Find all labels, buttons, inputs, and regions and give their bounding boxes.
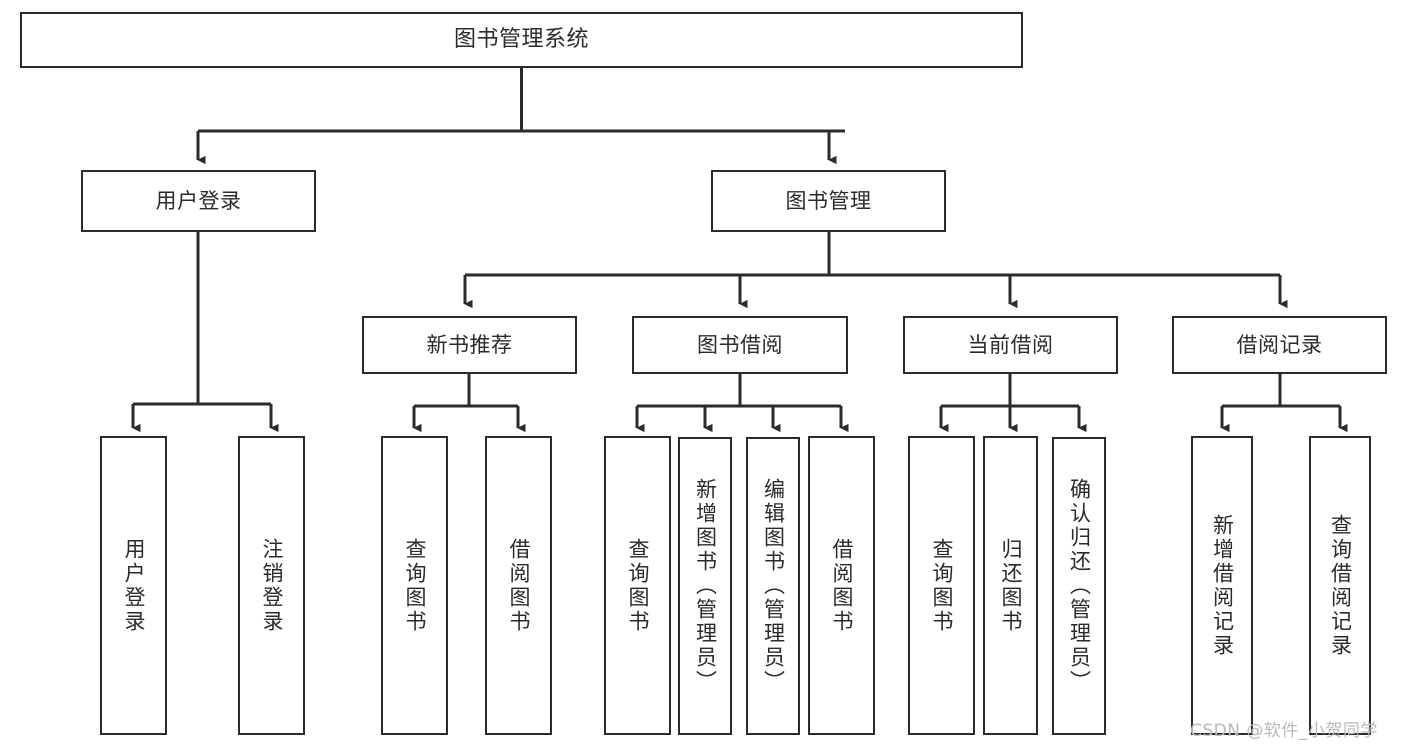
- node-label: 查询图书: [403, 537, 427, 634]
- node-label: 图书管理: [785, 188, 872, 213]
- node-label: 用户登录: [122, 537, 146, 634]
- node-label: 借阅记录: [1236, 332, 1323, 357]
- node-leaf-add-book[interactable]: 新增图书（管理员）: [678, 437, 732, 735]
- node-leaf-return-book[interactable]: 归还图书: [983, 436, 1038, 735]
- node-leaf-query-book-2[interactable]: 查询图书: [604, 436, 671, 735]
- node-leaf-edit-book[interactable]: 编辑图书（管理员）: [746, 437, 800, 735]
- node-label: 借阅图书: [507, 537, 531, 634]
- node-label: 查询图书: [930, 537, 954, 634]
- node-label: 用户登录: [155, 188, 242, 213]
- node-label: 图书借阅: [697, 332, 783, 357]
- node-label: 查询图书: [626, 537, 650, 634]
- node-root-system[interactable]: 图书管理系统: [20, 12, 1023, 68]
- node-label: 注销登录: [260, 537, 284, 634]
- node-current-borrow[interactable]: 当前借阅: [903, 316, 1118, 374]
- node-book-manage[interactable]: 图书管理: [711, 170, 946, 232]
- node-leaf-user-login[interactable]: 用户登录: [100, 436, 167, 735]
- node-new-book-rec[interactable]: 新书推荐: [362, 316, 577, 374]
- node-label: 当前借阅: [967, 332, 1054, 357]
- node-label: 编辑图书（管理员）: [761, 478, 786, 694]
- node-book-borrow[interactable]: 图书借阅: [632, 316, 848, 374]
- node-leaf-query-book-3[interactable]: 查询图书: [908, 436, 975, 735]
- node-label: 确认归还（管理员）: [1067, 478, 1092, 694]
- node-label: 图书管理系统: [453, 27, 589, 53]
- node-label: 借阅图书: [830, 537, 854, 634]
- node-label: 新书推荐: [426, 332, 513, 357]
- node-label: 归还图书: [999, 537, 1023, 634]
- node-user-login[interactable]: 用户登录: [81, 170, 316, 232]
- node-leaf-query-book-1[interactable]: 查询图书: [381, 436, 448, 735]
- node-leaf-borrow-book-2[interactable]: 借阅图书: [808, 436, 875, 735]
- node-label: 新增借阅记录: [1210, 513, 1235, 658]
- node-borrow-record[interactable]: 借阅记录: [1172, 316, 1387, 374]
- node-label: 查询借阅记录: [1328, 513, 1353, 658]
- csdn-watermark: CSDN @软件_小贺同学: [1190, 721, 1378, 741]
- node-label: 新增图书（管理员）: [693, 478, 718, 694]
- node-leaf-borrow-book-1[interactable]: 借阅图书: [485, 436, 552, 735]
- node-leaf-query-record[interactable]: 查询借阅记录: [1309, 436, 1371, 735]
- node-leaf-add-record[interactable]: 新增借阅记录: [1191, 436, 1253, 735]
- node-leaf-logout[interactable]: 注销登录: [238, 436, 305, 735]
- node-leaf-confirm-return[interactable]: 确认归还（管理员）: [1052, 437, 1106, 735]
